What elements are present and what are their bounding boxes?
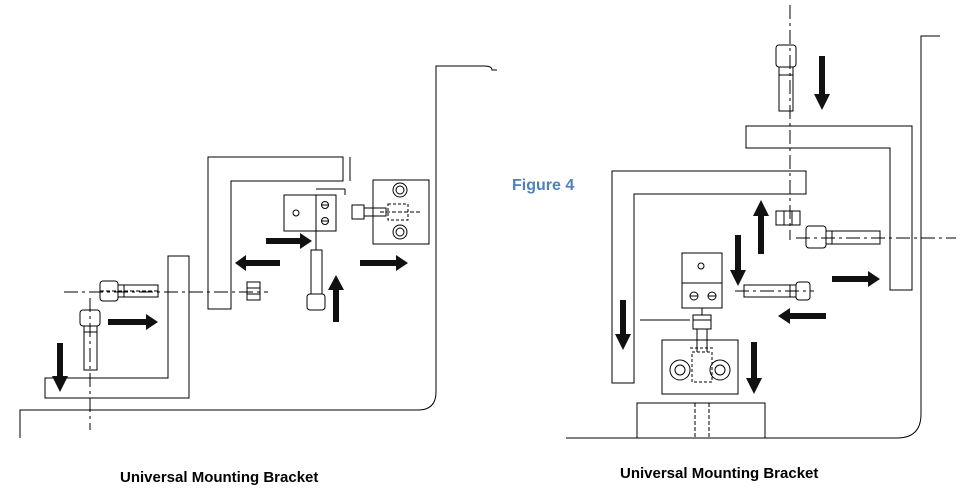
left-small-nut	[247, 282, 260, 300]
left-base-frame	[20, 66, 497, 438]
right-arrow-down-mid	[730, 235, 746, 286]
left-caption: Universal Mounting Bracket	[120, 469, 319, 486]
right-small-nut	[776, 211, 800, 225]
left-upper-bracket	[208, 157, 343, 309]
right-inner-bracket	[612, 171, 806, 383]
right-base-frame	[566, 36, 940, 438]
right-top-screw	[776, 45, 796, 111]
left-vertical-screw	[80, 310, 100, 370]
left-assembly	[20, 66, 497, 438]
right-arrow-left	[778, 308, 826, 324]
left-arrow-down-1	[52, 343, 68, 392]
left-arrow-up	[328, 275, 344, 322]
left-clamp-block	[373, 180, 429, 244]
right-arrow-down-bottom	[746, 342, 762, 394]
right-middle-screw	[744, 282, 810, 300]
figure-label: Figure 4	[512, 177, 575, 194]
right-arrow-down-top	[814, 56, 830, 110]
right-hinge-plate	[682, 253, 722, 308]
right-base-block	[637, 403, 765, 438]
left-arrow-left	[235, 255, 280, 271]
left-l-bracket	[45, 256, 189, 398]
right-arrow-down-left	[615, 300, 631, 350]
left-arrow-right-1	[108, 314, 158, 330]
left-arrow-right-3	[360, 255, 408, 271]
right-upper-bracket	[746, 126, 912, 290]
left-arrow-right-2	[266, 233, 312, 249]
left-hinge-plate	[284, 189, 345, 231]
left-horizontal-screw	[100, 281, 158, 301]
right-horizontal-screw	[806, 226, 880, 248]
right-caption: Universal Mounting Bracket	[620, 465, 819, 482]
right-clamp-block	[662, 329, 738, 394]
left-vertical-screw-2	[307, 231, 325, 310]
left-clamp-screw	[352, 205, 386, 219]
right-assembly	[566, 5, 956, 438]
right-arrow-right	[832, 271, 880, 287]
right-arrow-up-mid	[753, 200, 769, 254]
right-stem	[693, 315, 711, 329]
